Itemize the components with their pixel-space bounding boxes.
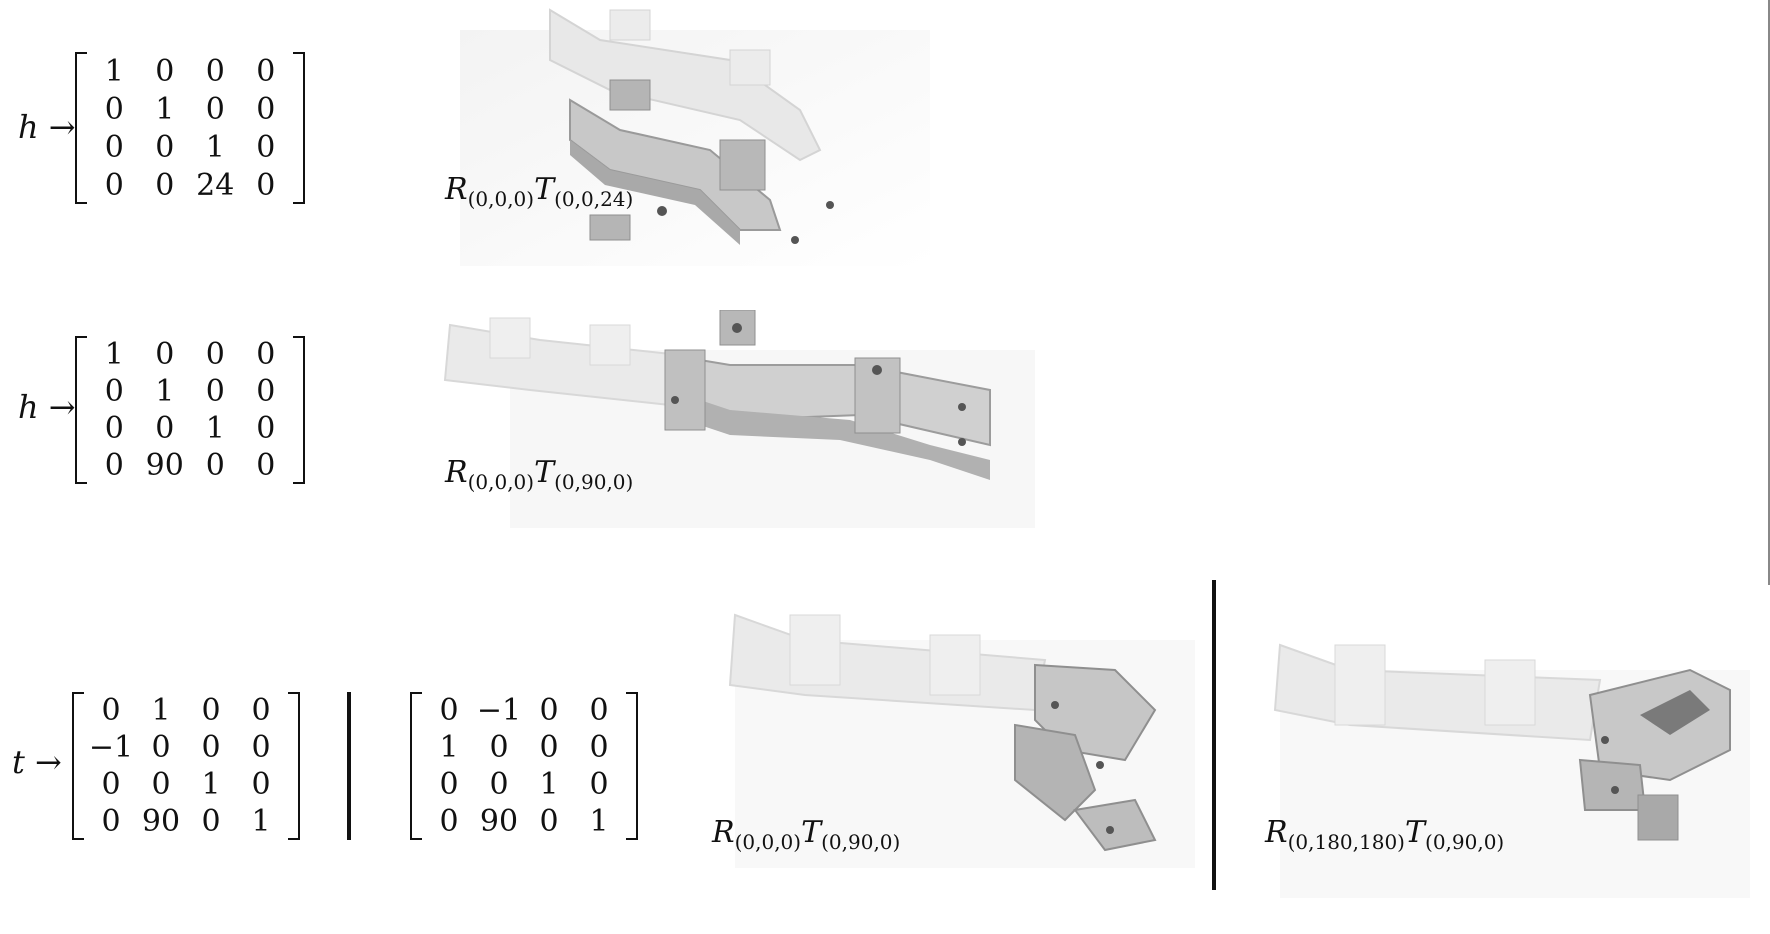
row3-caption: R(0,0,0)T(0,90,0) bbox=[712, 815, 901, 854]
row3-render bbox=[715, 600, 1195, 870]
row1-caption: R(0,0,0)T(0,0,24) bbox=[445, 172, 634, 211]
matrix-separator bbox=[347, 692, 351, 840]
row2-operator: h → bbox=[18, 388, 76, 426]
row1-operator: h → bbox=[18, 108, 76, 146]
row3-operator: t → bbox=[12, 743, 62, 781]
right-edge-line bbox=[1768, 0, 1770, 585]
row2-caption: R(0,0,0)T(0,90,0) bbox=[445, 455, 634, 494]
row1-render bbox=[440, 0, 940, 268]
row2-render bbox=[430, 310, 1040, 530]
render-separator bbox=[1212, 580, 1216, 890]
row3-caption-alt: R(0,180,180)T(0,90,0) bbox=[1265, 815, 1505, 854]
row3-render-alt bbox=[1260, 630, 1750, 900]
